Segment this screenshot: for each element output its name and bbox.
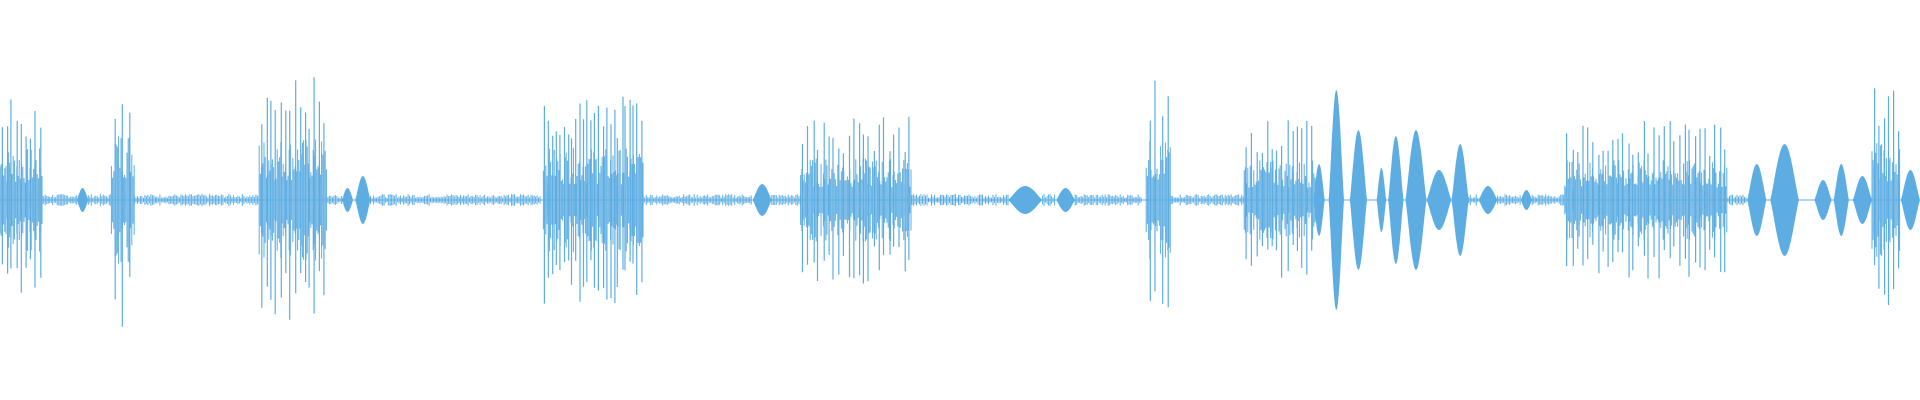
waveform-spike-group — [1149, 80, 1169, 308]
waveform-spike-group — [801, 116, 910, 284]
waveform-spike-group — [114, 104, 131, 327]
waveform-spike-group — [543, 96, 643, 304]
waveform-spike-group — [1, 99, 42, 293]
waveform-layer — [0, 77, 1920, 327]
waveform-spike-group — [1874, 88, 1900, 305]
